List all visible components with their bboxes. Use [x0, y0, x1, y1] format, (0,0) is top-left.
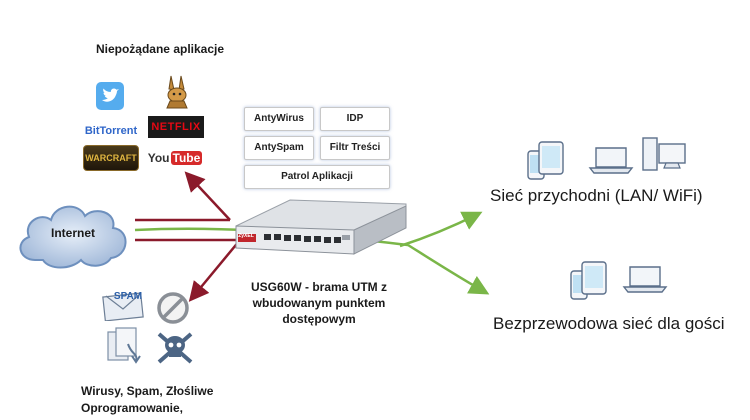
guest-tablet-icon — [581, 261, 607, 295]
blocked-icon — [157, 292, 189, 324]
twitter-icon — [96, 82, 124, 110]
device-caption-line-2: wbudowanym punktem — [252, 296, 386, 310]
idp-service: IDP — [320, 107, 390, 131]
blocked-apps-arrow — [184, 171, 231, 221]
warcraft-logo: WARCRAFT — [83, 145, 139, 171]
unwanted-apps-title: Niepożądane aplikacje — [95, 42, 225, 56]
antivirus-service: AntyWirus — [244, 107, 314, 131]
clinic-desktop-icon — [642, 137, 686, 171]
spam-envelope-icon — [102, 292, 144, 321]
device-brand-label: ZyXEL — [238, 233, 254, 239]
bittorrent-logo: BitTorrent — [84, 125, 138, 137]
spam-label: SPAM — [113, 291, 143, 302]
threats-caption-line-1: Wirusy, Spam, Złośliwe — [81, 384, 214, 398]
device-caption-line-3: dostępowym — [282, 312, 356, 326]
blocked-threats-arrow — [188, 239, 241, 302]
threats-caption-line-2: Oprogramowanie, — [81, 401, 184, 415]
threats-caption: Wirusy, Spam, Złośliwe Oprogramowanie, — [81, 383, 271, 417]
internet-cloud — [19, 205, 127, 269]
app-patrol-service: Patrol Aplikacji — [244, 165, 390, 189]
clinic-laptop-icon — [588, 147, 634, 174]
usg-firewall-device — [235, 199, 407, 255]
clinic-network-arrow — [399, 211, 483, 248]
content-filter-service: Filtr Treści — [320, 136, 390, 160]
device-caption-line-1: USG60W - brama UTM z — [250, 280, 388, 294]
guest-laptop-icon — [622, 266, 668, 293]
guest-network-label: Bezprzewodowa sieć dla gości — [493, 314, 725, 333]
internet-label: Internet — [50, 226, 95, 240]
antispam-service: AntySpam — [244, 136, 314, 160]
malware-document-icon — [107, 327, 141, 364]
skull-icon — [157, 332, 193, 364]
netflix-logo: NETFLIX — [148, 116, 204, 138]
clinic-tablet-icon — [538, 141, 564, 175]
rabbit-mascot-icon — [166, 75, 188, 109]
device-caption: USG60W - brama UTM z wbudowanym punktem … — [238, 279, 400, 327]
clinic-network-label: Sieć przychodni (LAN/ WiFi) — [490, 186, 703, 205]
guest-network-arrow — [407, 243, 490, 295]
youtube-logo: You Tube — [147, 151, 203, 165]
